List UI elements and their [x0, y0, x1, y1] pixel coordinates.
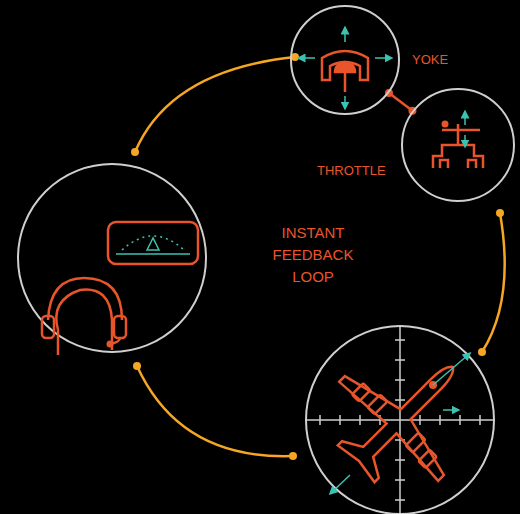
instrument-panel [108, 222, 198, 264]
connector [385, 89, 416, 115]
aircraft-circle [306, 326, 494, 514]
control-circle: THROTTLE [401, 88, 515, 202]
aircraft [307, 317, 503, 513]
control-label: YOKE [410, 51, 450, 68]
throttle-knob [442, 121, 449, 128]
throttle-arrows [464, 114, 466, 144]
yoke-icon [322, 51, 368, 92]
crosshair [306, 326, 494, 514]
mic-dot [107, 341, 114, 348]
center-label: INSTANT FEEDBACK LOOP [263, 222, 363, 288]
pilot-head [42, 278, 126, 355]
arc-dot [131, 53, 504, 460]
control-circle: YOKE [290, 5, 400, 115]
loop-arc [135, 57, 505, 456]
throttle-icon [433, 124, 483, 168]
control-label: THROTTLE [315, 162, 388, 179]
motion-arrows [332, 355, 468, 492]
yoke-arrows [301, 30, 389, 106]
